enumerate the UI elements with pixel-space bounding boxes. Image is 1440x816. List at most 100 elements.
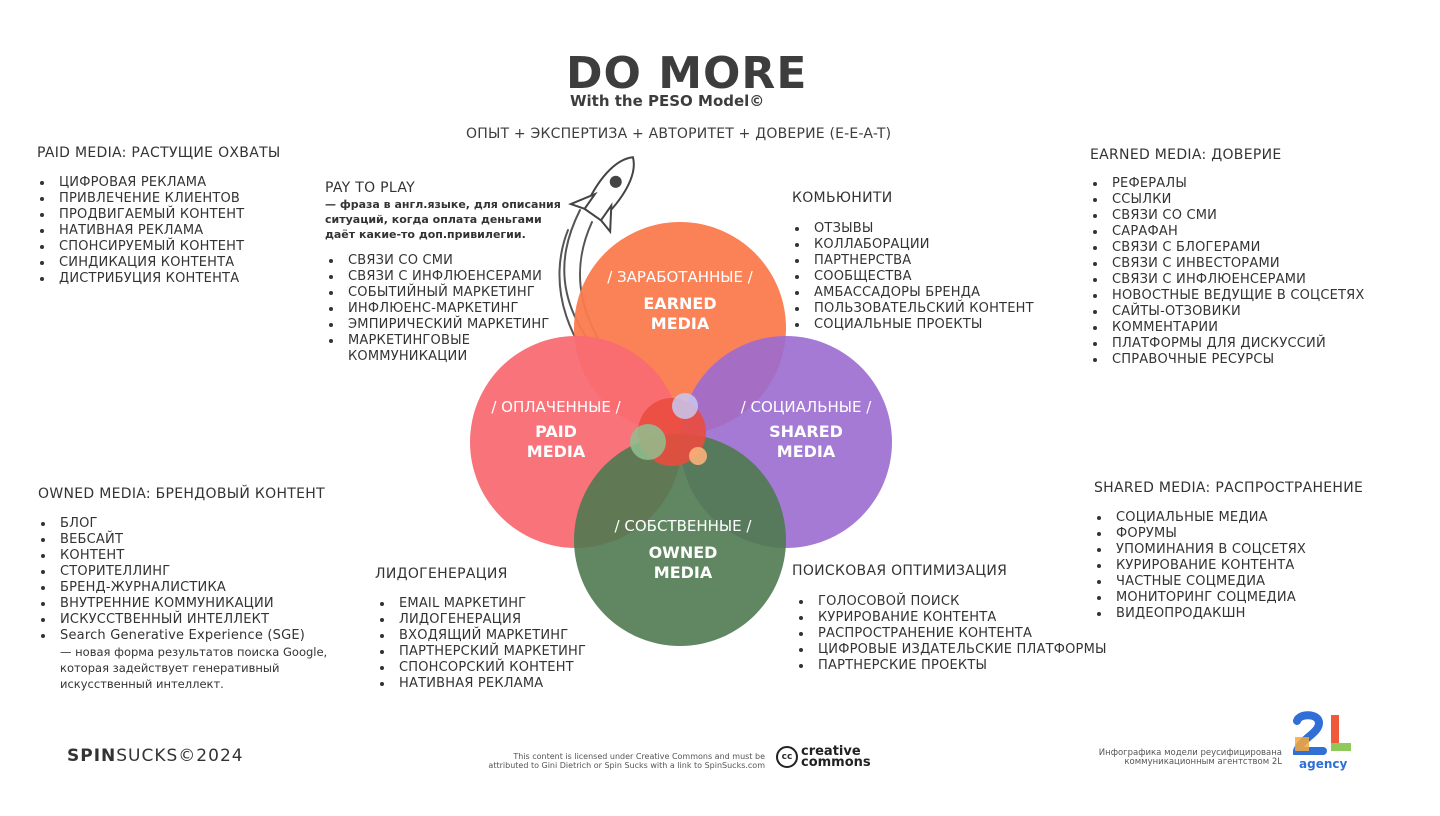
list-item: ЦИФРОВАЯ РЕКЛАМА — [40, 175, 281, 191]
list-item: РЕФЕРАЛЫ — [1093, 176, 1365, 192]
list-item: НОВОСТНЫЕ ВЕДУЩИЕ В СОЦСЕТЯХ — [1093, 288, 1365, 303]
community-heading: КОМЬЮНИТИ — [792, 190, 893, 206]
list-item: КОНТЕНТ — [40, 548, 327, 564]
seo-heading: ПОИСКОВАЯ ОПТИМИЗАЦИЯ — [792, 563, 1008, 579]
list-item: СОЦИАЛЬНЫЕ ПРОЕКТЫ — [795, 317, 1034, 333]
list-item: ВХОДЯЩИЙ МАРКЕТИНГ — [379, 628, 586, 644]
list-item: ПОЛЬЗОВАТЕЛЬСКИЙ КОНТЕНТ — [795, 301, 1034, 316]
list-item: СООБЩЕСТВА — [795, 269, 1034, 285]
rocket-icon — [568, 156, 635, 235]
list-item: СТОРИТЕЛЛИНГ — [40, 564, 327, 580]
list-item: ЦИФРОВЫЕ ИЗДАТЕЛЬСКИЕ ПЛАТФОРМЫ — [799, 642, 1107, 657]
leadgen-section: ЛИДОГЕНЕРАЦИЯ EMAIL МАРКЕТИНГ ЛИДОГЕНЕРА… — [375, 566, 586, 692]
earned-media-list: РЕФЕРАЛЫ ССЫЛКИ СВЯЗИ СО СМИ САРАФАН СВЯ… — [1090, 176, 1365, 368]
list-item: КУРИРОВАНИЕ КОНТЕНТА — [799, 610, 1107, 626]
list-item: ПАРТНЕРСТВА — [795, 253, 1034, 269]
list-item: ОТЗЫВЫ — [795, 221, 1034, 237]
pay-to-play-heading: PAY TO PLAY — [325, 180, 415, 196]
list-item: РАСПРОСТРАНЕНИЕ КОНТЕНТА — [799, 626, 1107, 642]
list-item: EMAIL МАРКЕТИНГ — [379, 596, 586, 612]
list-item: ИНФЛЮЕНС-МАРКЕТИНГ — [329, 301, 561, 317]
peso-venn-diagram — [470, 156, 892, 646]
list-item: СВЯЗИ С ИНВЕСТОРАМИ — [1093, 256, 1365, 272]
owned-media-heading: OWNED MEDIA: БРЕНДОВЫЙ КОНТЕНТ — [38, 486, 325, 502]
center-bubble-orange — [689, 447, 707, 465]
center-bubble-lilac — [672, 393, 698, 419]
paid-media-heading: PAID MEDIA: РАСТУЩИЕ ОХВАТЫ — [37, 145, 281, 161]
list-item: АМБАССАДОРЫ БРЕНДА — [795, 285, 1034, 301]
creative-commons-logo: cc creative commons — [776, 745, 871, 769]
shared-media-list: СОЦИАЛЬНЫЕ МЕДИА ФОРУМЫ УПОМИНАНИЯ В СОЦ… — [1094, 510, 1363, 622]
owned-media-circle — [574, 434, 786, 646]
pay-to-play-section: PAY TO PLAY — фраза в англ.языке, для оп… — [325, 180, 561, 365]
list-item: ФОРУМЫ — [1096, 526, 1363, 542]
community-list: ОТЗЫВЫ КОЛЛАБОРАЦИИ ПАРТНЕРСТВА СООБЩЕСТ… — [792, 221, 1034, 333]
list-item: ИСКУССТВЕННЫЙ ИНТЕЛЛЕКТ — [40, 612, 327, 628]
list-item: ВНУТРЕННИЕ КОММУНИКАЦИИ — [40, 596, 327, 612]
list-item: СВЯЗИ СО СМИ — [1093, 208, 1365, 224]
shared-media-section: SHARED MEDIA: РАСПРОСТРАНЕНИЕ СОЦИАЛЬНЫЕ… — [1094, 480, 1363, 622]
list-item: СПОНСОРСКИЙ КОНТЕНТ — [379, 660, 586, 676]
list-item: СПОНСИРУЕМЫЙ КОНТЕНТ — [40, 239, 281, 255]
page-subtitle: With the PESO Model© — [570, 92, 765, 110]
center-bubble-green — [630, 424, 666, 460]
list-item: ПРИВЛЕЧЕНИЕ КЛИЕНТОВ — [40, 191, 281, 207]
list-item: ЛИДОГЕНЕРАЦИЯ — [379, 612, 586, 628]
list-item: ВИДЕОПРОДАКШН — [1096, 606, 1363, 622]
list-item: СВЯЗИ С ИНФЛЮЕНСЕРАМИ — [1093, 272, 1365, 288]
page-title: DO MORE — [566, 48, 808, 99]
list-item: БРЕНД-ЖУРНАЛИСТИКА — [40, 580, 327, 596]
community-section: КОМЬЮНИТИ ОТЗЫВЫ КОЛЛАБОРАЦИИ ПАРТНЕРСТВ… — [792, 190, 1034, 333]
earned-media-section: EARNED MEDIA: ДОВЕРИЕ РЕФЕРАЛЫ ССЫЛКИ СВ… — [1090, 147, 1365, 368]
list-item: ДИСТРИБУЦИЯ КОНТЕНТА — [40, 271, 281, 287]
list-item: ССЫЛКИ — [1093, 192, 1365, 208]
spinsucks-brand: SPINSUCKS©2024 — [67, 746, 244, 766]
list-item: Search Generative Experience (SGE) — [40, 628, 327, 644]
paid-media-list: ЦИФРОВАЯ РЕКЛАМА ПРИВЛЕЧЕНИЕ КЛИЕНТОВ ПР… — [37, 175, 281, 287]
seo-section: ПОИСКОВАЯ ОПТИМИЗАЦИЯ ГОЛОСОВОЙ ПОИСК КУ… — [792, 563, 1107, 674]
eeat-formula: ОПЫТ + ЭКСПЕРТИЗА + АВТОРИТЕТ + ДОВЕРИЕ … — [466, 126, 892, 142]
agency-2l-logo: agency — [1291, 711, 1355, 771]
2l-logo-icon — [1291, 711, 1351, 755]
list-item: ЧАСТНЫЕ СОЦМЕДИА — [1096, 574, 1363, 590]
list-item: УПОМИНАНИЯ В СОЦСЕТЯХ — [1096, 542, 1363, 558]
leadgen-heading: ЛИДОГЕНЕРАЦИЯ — [375, 566, 508, 582]
paid-media-section: PAID MEDIA: РАСТУЩИЕ ОХВАТЫ ЦИФРОВАЯ РЕК… — [37, 145, 281, 287]
list-item: МОНИТОРИНГ СОЦМЕДИА — [1096, 590, 1363, 606]
license-notice: This content is licensed under Creative … — [488, 752, 765, 770]
list-item: ЭМПИРИЧЕСКИЙ МАРКЕТИНГ — [329, 317, 561, 333]
list-item: СОБЫТИЙНЫЙ МАРКЕТИНГ — [329, 285, 561, 301]
list-item: САЙТЫ-ОТЗОВИКИ — [1093, 304, 1365, 320]
owned-media-section: OWNED MEDIA: БРЕНДОВЫЙ КОНТЕНТ БЛОГ ВЕБС… — [38, 486, 327, 692]
list-item: СВЯЗИ СО СМИ — [329, 253, 561, 269]
pay-to-play-list: СВЯЗИ СО СМИ СВЯЗИ С ИНФЛЮЕНСЕРАМИ СОБЫТ… — [325, 253, 561, 365]
list-item: ВЕБСАЙТ — [40, 532, 327, 548]
list-item: СИНДИКАЦИЯ КОНТЕНТА — [40, 255, 281, 271]
list-item: ПАРТНЕРСКИЙ МАРКЕТИНГ — [379, 644, 587, 659]
leadgen-list: EMAIL МАРКЕТИНГ ЛИДОГЕНЕРАЦИЯ ВХОДЯЩИЙ М… — [375, 596, 586, 692]
list-item: БЛОГ — [40, 516, 327, 532]
agency-note: Инфографика модели реусифицирована комму… — [1098, 748, 1282, 767]
pay-to-play-note: — фраза в англ.языке, для описания ситуа… — [325, 198, 561, 241]
shared-media-heading: SHARED MEDIA: РАСПРОСТРАНЕНИЕ — [1094, 480, 1364, 496]
list-item: САРАФАН — [1093, 224, 1365, 240]
list-item: ПАРТНЕРСКИЕ ПРОЕКТЫ — [799, 658, 1107, 674]
list-item: НАТИВНАЯ РЕКЛАМА — [379, 676, 586, 692]
list-item: ГОЛОСОВОЙ ПОИСК — [799, 594, 1107, 610]
owned-media-list: БЛОГ ВЕБСАЙТ КОНТЕНТ СТОРИТЕЛЛИНГ БРЕНД-… — [38, 516, 327, 644]
list-item: СВЯЗИ С ИНФЛЮЕНСЕРАМИ — [329, 269, 561, 285]
list-item: ПРОДВИГАЕМЫЙ КОНТЕНТ — [40, 207, 281, 223]
cc-icon: cc — [776, 746, 798, 768]
list-item: МАРКЕТИНГОВЫЕ КОММУНИКАЦИИ — [329, 333, 561, 365]
list-item: ПЛАТФОРМЫ ДЛЯ ДИСКУССИЙ — [1093, 336, 1365, 352]
list-item: СОЦИАЛЬНЫЕ МЕДИА — [1096, 510, 1363, 526]
list-item: КОЛЛАБОРАЦИИ — [795, 237, 1034, 253]
list-item: НАТИВНАЯ РЕКЛАМА — [40, 223, 281, 239]
list-item: СПРАВОЧНЫЕ РЕСУРСЫ — [1093, 352, 1365, 368]
sge-note: — новая форма результатов поиска Google,… — [60, 645, 328, 691]
seo-list: ГОЛОСОВОЙ ПОИСК КУРИРОВАНИЕ КОНТЕНТА РАС… — [792, 594, 1107, 674]
